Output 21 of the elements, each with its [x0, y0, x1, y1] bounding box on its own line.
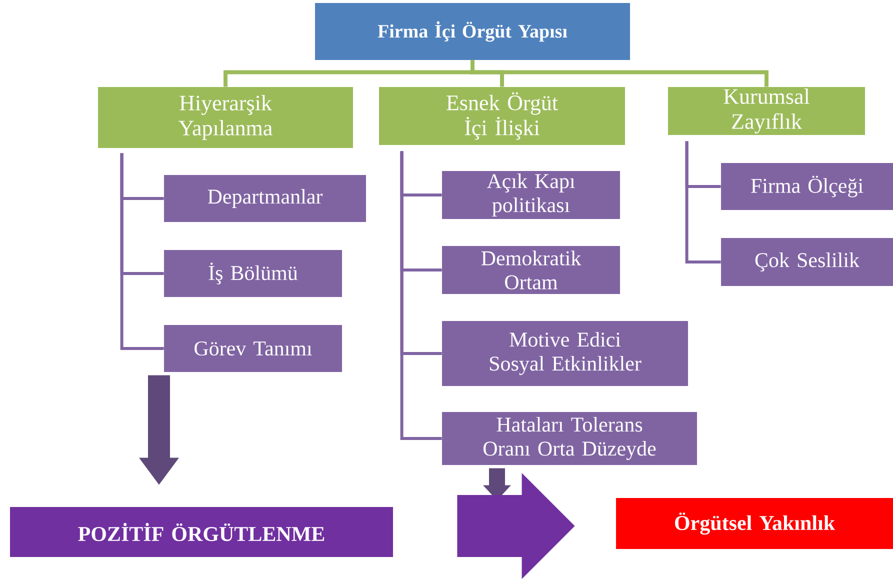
- category-box: Kurumsal Zayıflık: [668, 87, 866, 135]
- title-box: Firma İçi Örgüt Yapısı: [315, 3, 630, 60]
- item-box: İş Bölümü: [164, 250, 342, 297]
- block-arrow: [139, 375, 179, 485]
- result-box: POZİTİF ÖRGÜTLENME: [10, 507, 393, 557]
- item-box: Çok Seslilik: [721, 238, 893, 286]
- elbow-connector: [685, 141, 721, 264]
- item-box: Motive Edici Sosyal Etkinlikler: [442, 321, 688, 386]
- result-box: Örgütsel Yakınlık: [616, 498, 893, 549]
- item-box: Hataları Tolerans Oranı Orta Düzeyde: [442, 412, 697, 465]
- category-box: Esnek Örgüt İçi İlişki: [379, 87, 625, 145]
- elbow-connector: [400, 151, 442, 440]
- bracket-connector: [470, 60, 768, 87]
- item-box: Demokratik Ortam: [442, 246, 620, 294]
- elbow-connector: [120, 153, 164, 350]
- category-box: Hiyerarşik Yapılanma: [98, 87, 353, 148]
- item-box: Görev Tanımı: [164, 325, 342, 372]
- item-box: Departmanlar: [164, 175, 366, 222]
- item-box: Firma Ölçeği: [721, 163, 893, 210]
- block-arrow: [457, 473, 575, 579]
- item-box: Açık Kapı politikası: [442, 171, 620, 219]
